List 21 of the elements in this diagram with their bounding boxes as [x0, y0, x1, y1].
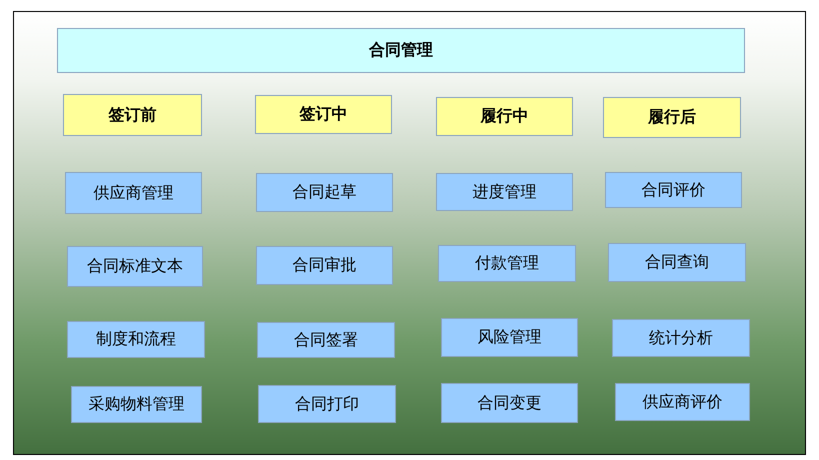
- module-box: 合同变更: [441, 383, 578, 423]
- module-box: 进度管理: [436, 173, 573, 211]
- module-box: 合同签署: [257, 322, 395, 358]
- module-box: 供应商评价: [615, 383, 750, 421]
- header-box: 签订中: [255, 95, 392, 134]
- module-box: 合同标准文本: [67, 246, 203, 287]
- module-box: 采购物料管理: [71, 386, 202, 423]
- header-box: 履行中: [436, 97, 573, 136]
- module-box: 风险管理: [441, 318, 578, 357]
- module-box: 统计分析: [612, 319, 750, 357]
- header-box: 履行后: [603, 97, 741, 138]
- module-box: 供应商管理: [65, 172, 202, 214]
- module-box: 合同打印: [258, 385, 396, 423]
- module-box: 合同评价: [605, 172, 742, 208]
- title-box: 合同管理: [57, 28, 745, 73]
- module-box: 合同审批: [256, 246, 393, 285]
- module-box: 付款管理: [438, 245, 576, 282]
- module-box: 制度和流程: [67, 321, 205, 358]
- module-box: 合同起草: [256, 173, 393, 212]
- module-box: 合同查询: [608, 243, 746, 282]
- header-box: 签订前: [63, 94, 202, 136]
